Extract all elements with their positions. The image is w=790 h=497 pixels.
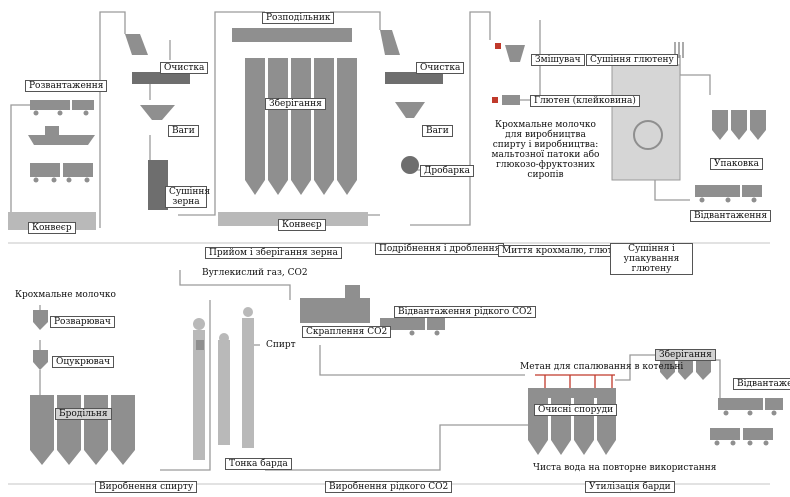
fermenter-tanks [30, 395, 135, 465]
label-thin-stillage: Тонка барда [225, 458, 292, 470]
label-gluten: Глютен (клейковина) [530, 95, 640, 107]
distributor-unit [232, 28, 352, 42]
mixer-unit [505, 45, 525, 62]
gluten-pump-icon [492, 97, 498, 103]
label-crusher: Дробарка [420, 165, 475, 177]
gluten-dryer-unit [611, 64, 681, 181]
section-alcohol: Виробнення спирту [95, 481, 198, 493]
ship-icon [28, 126, 95, 145]
section-co2: Виробнення рідкого CO2 [325, 481, 453, 493]
label-alcohol: Спирт [266, 340, 296, 350]
label-conveyor-mid: Конвеєр [278, 219, 326, 231]
cleaning-hopper-1 [125, 34, 148, 55]
section-stillage: Утилізація барди [585, 481, 675, 493]
label-storage-bottom: Зберігання [655, 349, 716, 361]
packaging-silos [712, 110, 766, 140]
note-clean-water: Чиста вода на повторне використання [533, 463, 717, 473]
saccharifier-unit [33, 350, 48, 370]
distillation-columns [193, 307, 254, 460]
label-cleaning-1: Очистка [160, 62, 209, 74]
label-scales-1: Ваги [168, 125, 199, 137]
shipment-truck-top [695, 185, 762, 203]
methane-lines [535, 374, 615, 388]
label-gluten-dryer: Сушіння глютену [586, 54, 678, 66]
label-unloading: Розвантаження [25, 80, 108, 92]
label-co2-gas: Вуглекислий газ, CO2 [202, 268, 308, 278]
label-conveyor-left: Конвеєр [28, 222, 76, 234]
label-distributor: Розподільник [262, 12, 335, 24]
label-co2-liquefaction: Скраплення CO2 [302, 326, 392, 338]
crusher-unit [401, 156, 419, 174]
label-packaging: Упаковка [710, 158, 763, 170]
label-fermenters: Бродільня [55, 408, 112, 420]
label-shipment-top: Відвантаження [690, 210, 772, 222]
storage-silos [245, 58, 357, 195]
label-starch-milk: Крохмальне молочко [15, 290, 116, 300]
cleaning-unit-1 [132, 72, 190, 84]
cleaning-hopper-2 [380, 30, 400, 55]
treatment-plant [528, 388, 616, 455]
label-storage: Зберігання [265, 98, 326, 110]
section-drying: Сушіння і упакування глютену [610, 243, 693, 275]
section-receiving: Прийом і зберігання зерна [205, 247, 342, 259]
label-grain-dryer: Сушіння зерна [165, 186, 210, 208]
gluten-unit [502, 95, 520, 105]
railcar-icon [30, 163, 93, 183]
label-scales-2: Ваги [422, 125, 453, 137]
label-saccharifier: Оцукрювач [52, 356, 115, 368]
label-cleaning-2: Очистка [416, 62, 465, 74]
dryer-ring-icon [633, 120, 663, 150]
label-liquefier: Розварювач [50, 316, 115, 328]
grain-dryer-unit [148, 160, 168, 210]
note-starch-milk: Крохмальне молочко для виробництва спирт… [491, 120, 600, 180]
truck-icon [30, 100, 94, 116]
scales-hopper-2 [395, 102, 425, 118]
label-mixer: Змішувач [531, 54, 585, 66]
section-grinding: Подрібнення і дроблення [375, 243, 505, 255]
co2-liquefaction-unit [300, 285, 370, 323]
label-treatment: Очисні споруди [534, 404, 618, 416]
label-co2-shipment: Відвантаження рідкого CO2 [394, 306, 537, 318]
mixer-pump-icon [495, 43, 501, 49]
liquefier-unit [33, 310, 48, 330]
cleaning-unit-2 [385, 72, 443, 84]
note-methane: Метан для спалювання в котельні [520, 362, 684, 372]
shipment-trucks-bottom [710, 398, 783, 446]
label-shipment-bottom: Відвантаження [733, 378, 790, 390]
scales-hopper-1 [140, 105, 175, 120]
